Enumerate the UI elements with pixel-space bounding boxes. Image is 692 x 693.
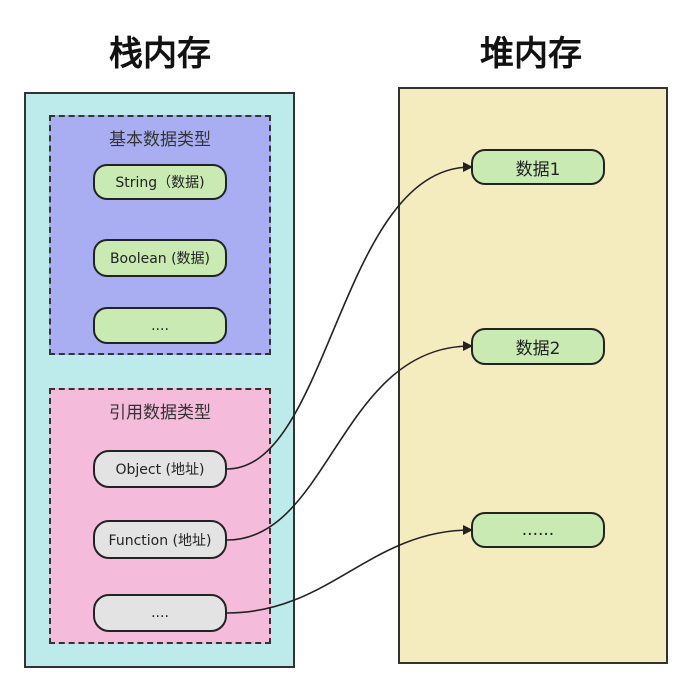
reference-more-node: ....	[93, 594, 227, 632]
primitive-more-node: ....	[93, 307, 227, 344]
heap-data-2-node: 数据2	[471, 328, 605, 365]
stack-memory-title: 栈内存	[109, 34, 211, 74]
reference-types-title: 引用数据类型	[109, 403, 211, 423]
boolean-data-node: Boolean (数据)	[93, 239, 227, 277]
heap-data-1-node: 数据1	[471, 149, 605, 185]
heap-more-node: ......	[471, 512, 605, 548]
string-data-node: String（数据)	[93, 164, 227, 200]
function-address-node: Function (地址)	[93, 520, 227, 559]
heap-memory-title: 堆内存	[480, 34, 582, 74]
object-address-node: Object (地址)	[93, 450, 227, 488]
primitive-types-title: 基本数据类型	[109, 130, 211, 150]
